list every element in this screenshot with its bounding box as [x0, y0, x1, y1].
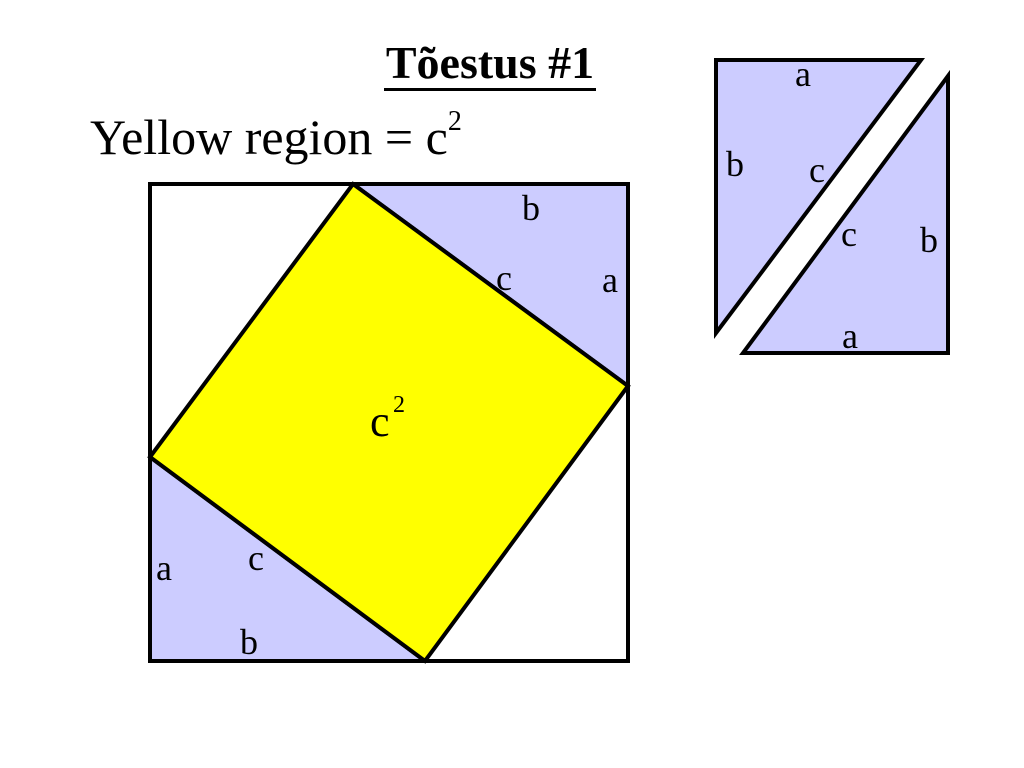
label-c-upper: c — [809, 150, 825, 190]
label-b-top: b — [522, 188, 540, 228]
label-b-upper: b — [726, 144, 744, 184]
label-a-right: a — [602, 260, 618, 300]
label-b-bottom: b — [240, 622, 258, 662]
slide-title-text: Tõestus #1 — [383, 37, 597, 91]
triangle-right-lower — [739, 69, 950, 355]
triangle-right-upper — [714, 58, 926, 339]
label-c-bottom: c — [248, 538, 264, 578]
label-c-lower: c — [841, 214, 857, 254]
center-label-exponent: 2 — [393, 392, 405, 418]
caption-text: Yellow region = c — [90, 109, 448, 165]
center-label-c: c — [370, 397, 390, 446]
label-c-top: c — [496, 258, 512, 298]
label-a-upper: a — [795, 54, 811, 94]
slide-title: Tõestus #1 — [0, 36, 980, 91]
outer-square-border — [148, 182, 630, 663]
label-b-lower: b — [920, 220, 938, 260]
label-a-left: a — [156, 548, 172, 588]
caption-exponent: 2 — [447, 106, 462, 138]
caption: Yellow region = c2 — [90, 106, 462, 166]
label-a-lower: a — [842, 316, 858, 356]
